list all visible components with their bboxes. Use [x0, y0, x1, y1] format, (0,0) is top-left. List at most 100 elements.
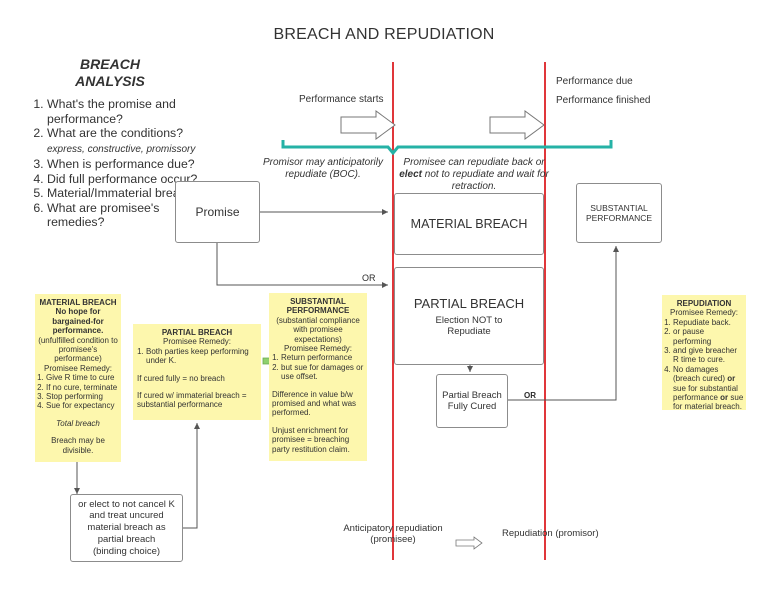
- rep-item4-c: sue for substantial performance: [673, 383, 738, 403]
- elect-line: or elect to not cancel K: [78, 498, 175, 510]
- note-line: No hope for: [55, 307, 101, 317]
- note-remedy: Promisee Remedy:: [669, 308, 739, 318]
- elect-line: material breach as: [87, 522, 166, 534]
- partial-breach-sub2: Repudiate: [447, 325, 491, 337]
- note-item: and give breacher R time to cure.: [673, 346, 744, 365]
- cured-line1: Partial Breach: [442, 390, 502, 401]
- note-remedy: Promisee Remedy:: [162, 337, 232, 347]
- or-label-promise: OR: [362, 273, 376, 283]
- or-label-cured: OR: [524, 391, 536, 400]
- note-substantial-performance: SUBSTANTIAL PERFORMANCE (substantial com…: [269, 293, 367, 461]
- analysis-item-text: What's the promise and performance?: [47, 97, 176, 126]
- material-breach-box: MATERIAL BREACH: [394, 193, 544, 255]
- breach-analysis-list: What's the promise and performance? What…: [30, 97, 207, 230]
- note-line: divisible.: [62, 445, 94, 455]
- note-line: (unfulfilled condition to: [38, 335, 118, 345]
- label-performance-starts: Performance starts: [299, 94, 384, 105]
- analysis-item: What are promisee's remedies?: [47, 201, 207, 230]
- analysis-item: What's the promise and performance?: [47, 97, 207, 126]
- rep-item4-b: or: [727, 374, 736, 384]
- label-performance-due: Performance due: [556, 76, 633, 87]
- promisee-note: Promisee can repudiate back or elect not…: [398, 157, 550, 193]
- note-line: promisee's: [58, 345, 98, 355]
- sp-line1: SUBSTANTIAL: [590, 203, 648, 213]
- connector-promise-partial: [216, 243, 388, 288]
- note-list: Both parties keep performing under K.: [137, 347, 257, 366]
- note-total: Total breach: [56, 418, 100, 428]
- note-list: Repudiate back. or pause performing and …: [664, 318, 744, 412]
- note-remedy: Promisee Remedy:: [283, 344, 353, 354]
- note-list: Return performance but sue for damages o…: [272, 353, 364, 381]
- note-line: performance): [54, 354, 102, 364]
- analysis-item: Did full performance occur?: [47, 172, 207, 187]
- promisee-note-c: for retraction.: [451, 169, 549, 192]
- elect-box: or elect to not cancel K and treat uncur…: [70, 494, 183, 562]
- elect-line: (binding choice): [92, 545, 161, 557]
- analysis-item-text: What are promisee's remedies?: [47, 200, 160, 230]
- legend-repudiation: Repudiation (promisor): [502, 528, 599, 539]
- legend-anticipatory-1: Anticipatory repudiation: [343, 523, 443, 534]
- note-list: Give R time to cure If no cure, terminat…: [37, 373, 119, 411]
- note-heading: PARTIAL BREACH: [161, 328, 233, 337]
- promisor-note: Promisor may anticipatorily repudiate (B…: [262, 157, 384, 180]
- elect-line: and treat uncured: [89, 510, 164, 522]
- note-item: Stop performing: [46, 392, 119, 401]
- note-line: (substantial compliance: [276, 315, 360, 325]
- legend-anticipatory-2: (promisee): [370, 534, 416, 545]
- analysis-item-text: What are the conditions?: [47, 126, 184, 140]
- promisee-note-elect: elect: [399, 169, 423, 180]
- rep-item4-d: or: [720, 393, 729, 403]
- arrow-performance-starts-icon: [340, 110, 396, 140]
- arrow-performance-due-icon: [489, 110, 545, 140]
- note-item: If no cure, terminate: [46, 383, 119, 392]
- analysis-item-text: Material/Immaterial breach?: [47, 186, 200, 200]
- promise-box: Promise: [175, 181, 260, 243]
- note-repudiation: REPUDIATION Promisee Remedy: Repudiate b…: [662, 295, 746, 412]
- analysis-item: Material/Immaterial breach?: [47, 186, 207, 201]
- teal-bracket: [281, 140, 613, 156]
- note-heading: REPUDIATION: [676, 299, 732, 308]
- promisee-note-a: Promisee can repudiate back or: [403, 157, 545, 168]
- legend-arrow-icon: [455, 536, 483, 550]
- note-remedy: Promisee Remedy:: [43, 363, 113, 373]
- analysis-item-text: Did full performance occur?: [47, 171, 198, 186]
- note-heading: MATERIAL BREACH: [39, 298, 117, 307]
- note-line: Breach may be: [51, 436, 105, 446]
- analysis-item: What are the conditions? express, constr…: [47, 126, 207, 157]
- note-item: Return performance: [281, 353, 364, 362]
- note-item: No damages (breach cured) or sue for sub…: [673, 365, 744, 412]
- label-performance-finished: Performance finished: [556, 95, 651, 106]
- connector-cured-substantial: [508, 246, 619, 401]
- sp-line2: PERFORMANCE: [585, 213, 653, 223]
- partial-breach-box: PARTIAL BREACH Election NOT to Repudiate: [394, 267, 544, 365]
- promisee-note-b: not to repudiate and wait: [424, 169, 535, 180]
- substantial-performance-box: SUBSTANTIAL PERFORMANCE: [576, 183, 662, 243]
- breach-analysis-title-line2: ANALYSIS: [75, 73, 145, 89]
- note-line: Unjust enrichment for: [272, 425, 349, 435]
- note-line: If cured w/ immaterial breach =: [137, 391, 247, 401]
- note-item: Repudiate back.: [673, 318, 744, 327]
- breach-analysis-title-line1: BREACH: [80, 56, 140, 72]
- breach-analysis-title: BREACH ANALYSIS: [62, 56, 158, 90]
- note-line: party restitution claim.: [272, 444, 350, 454]
- page-title: BREACH AND REPUDIATION: [273, 26, 495, 43]
- rep-item4-a: No damages (breach cured): [673, 364, 726, 384]
- note-partial-breach: PARTIAL BREACH Promisee Remedy: Both par…: [133, 324, 261, 420]
- legend-anticipatory: Anticipatory repudiation (promisee): [338, 523, 448, 545]
- note-line: expectations): [294, 334, 342, 344]
- note-cured: If cured fully = no breach: [137, 373, 225, 383]
- note-line: Difference in value b/w: [272, 389, 353, 399]
- analysis-item-extra: express, constructive, promissory: [47, 143, 196, 155]
- partial-breach-cured-box: Partial Breach Fully Cured: [436, 374, 508, 428]
- note-line: PERFORMANCE: [286, 306, 350, 316]
- note-line: performance.: [52, 326, 104, 336]
- note-material-breach: MATERIAL BREACH No hope for bargained-fo…: [35, 294, 121, 462]
- analysis-item-text: When is performance due?: [47, 157, 195, 171]
- note-item: Give R time to cure: [46, 373, 119, 382]
- note-item: but sue for damages or use offset.: [281, 363, 364, 382]
- note-item: or pause performing: [673, 327, 744, 346]
- rep-item4-e: sue for material breach.: [673, 393, 744, 412]
- elect-line: partial breach: [97, 533, 156, 545]
- partial-breach-title: PARTIAL BREACH: [413, 295, 525, 311]
- note-item: Sue for expectancy: [46, 401, 119, 410]
